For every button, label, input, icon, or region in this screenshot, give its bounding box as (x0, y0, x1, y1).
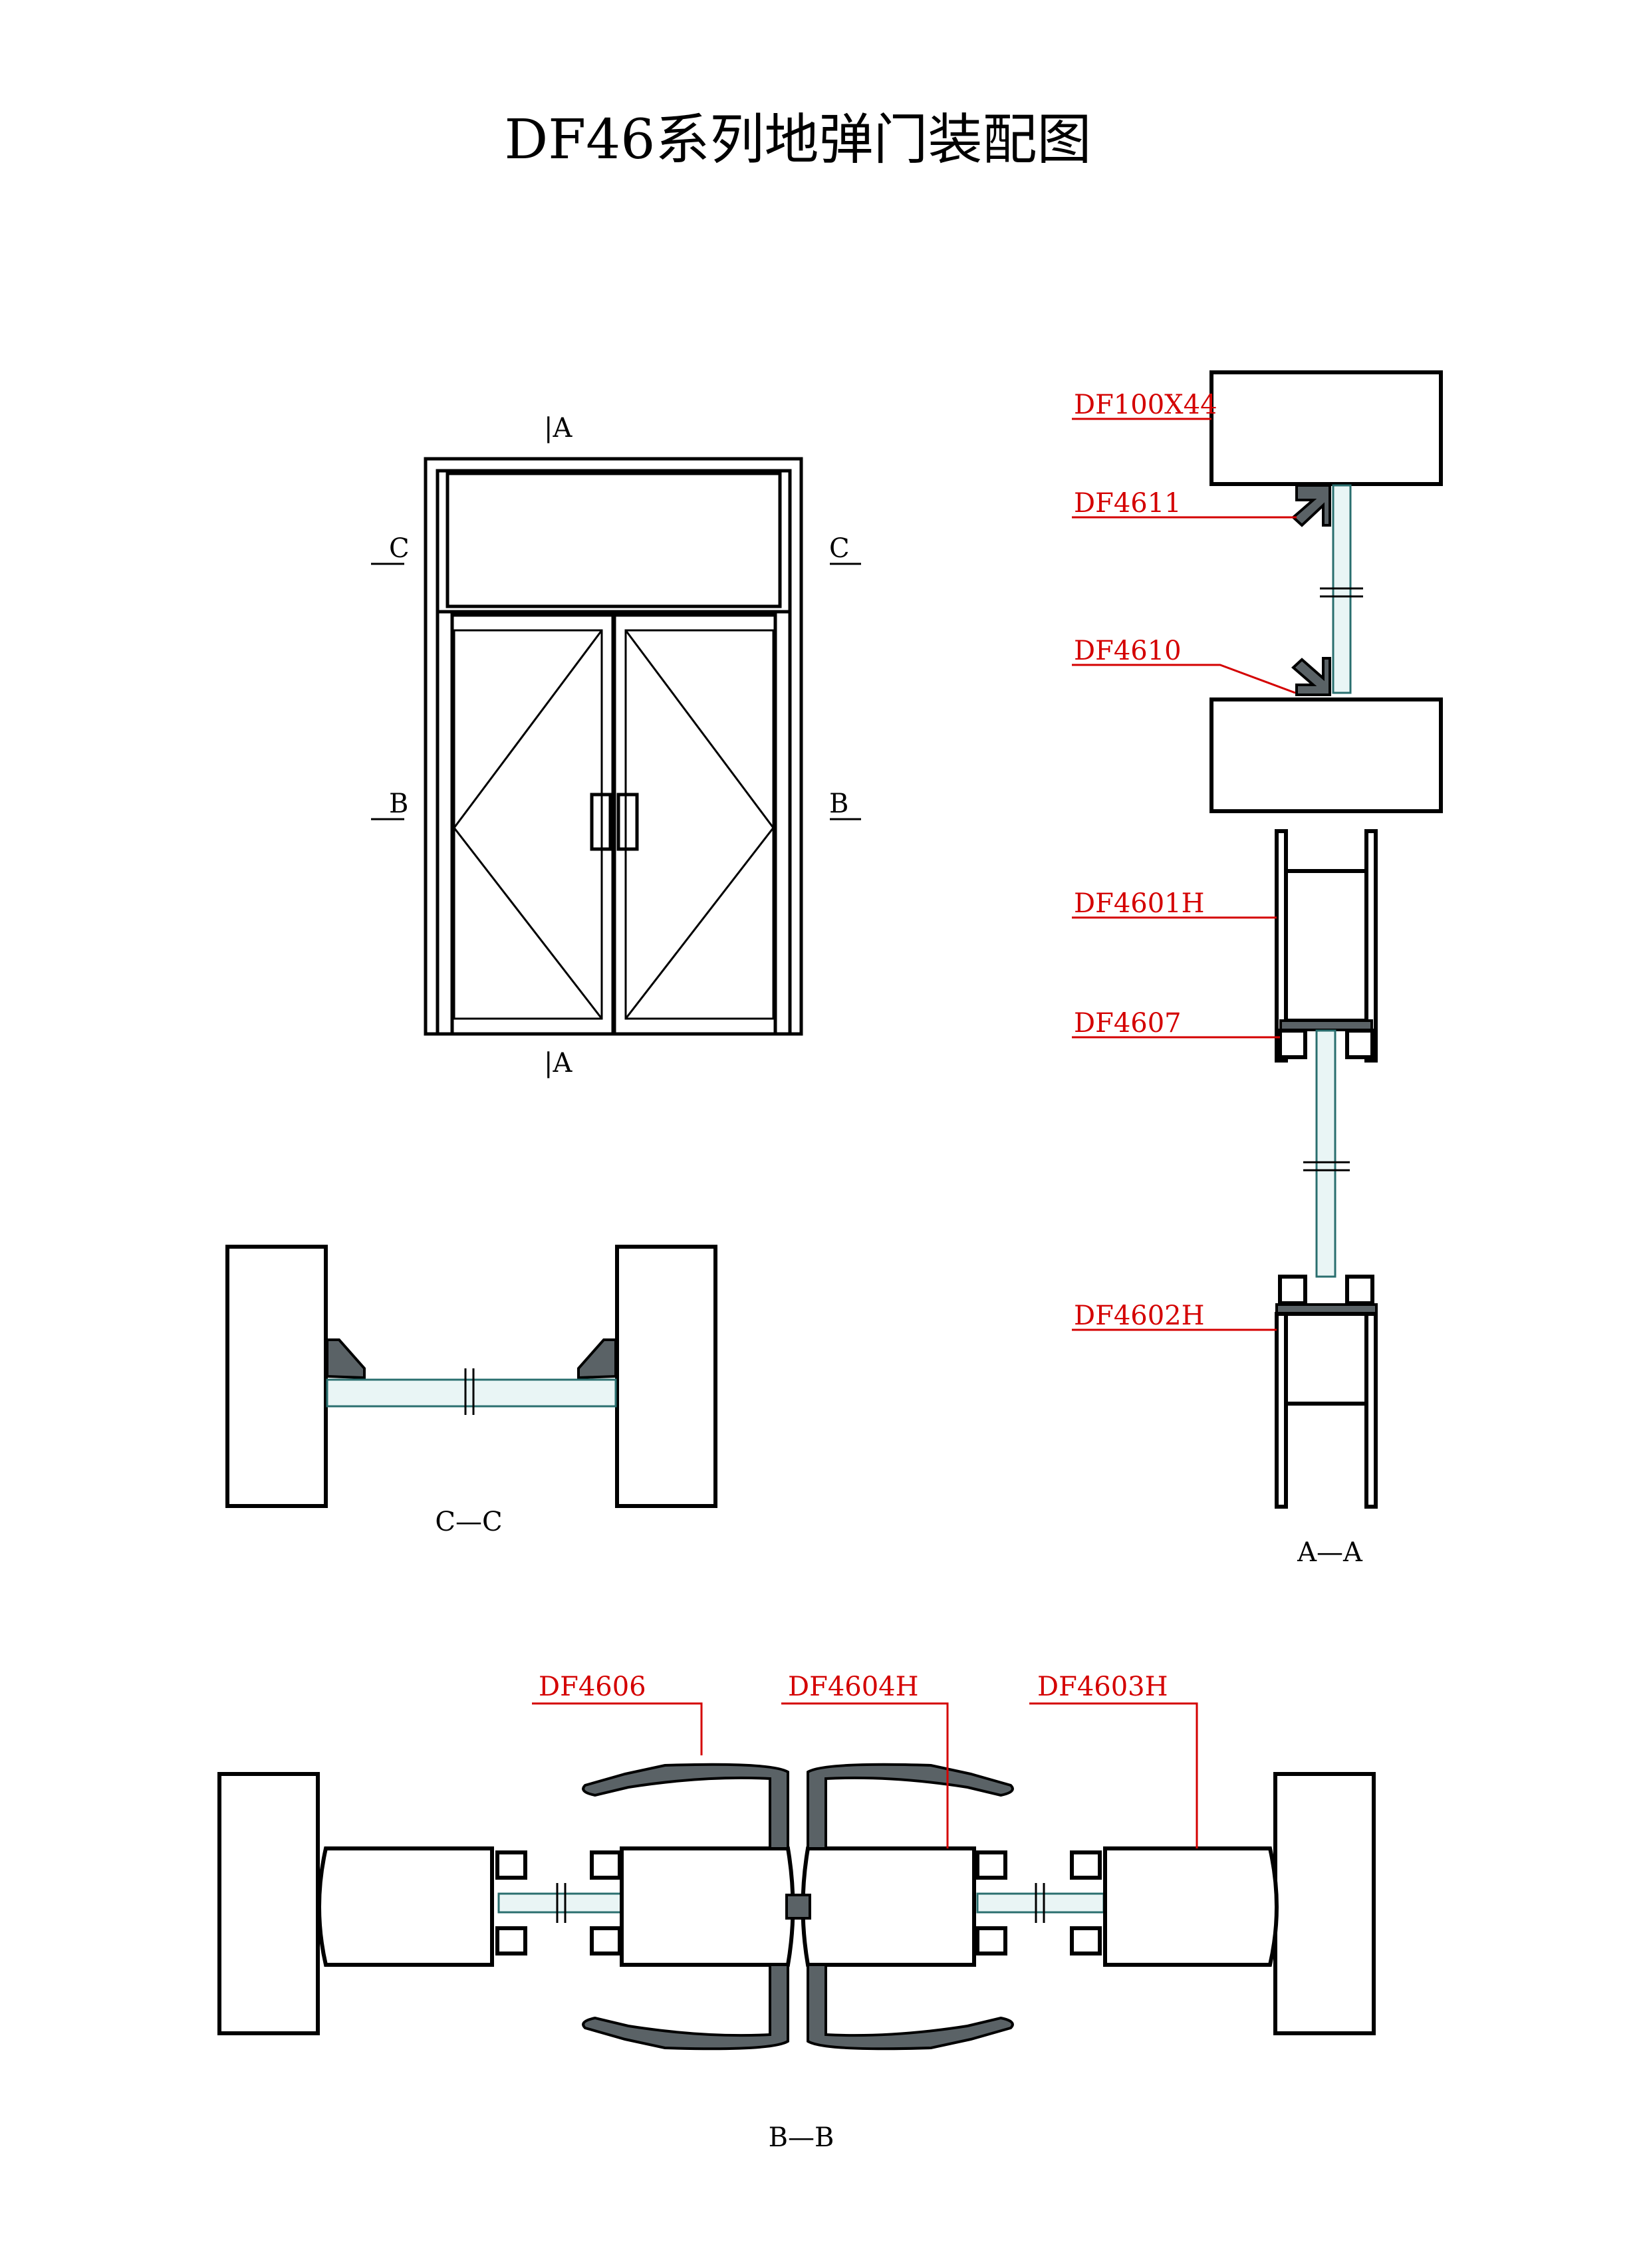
left-leaf-glass (453, 629, 603, 1020)
section-bb-caption: B—B (769, 2122, 834, 2153)
cc-bead-right (577, 1338, 617, 1380)
door-glass-section (1315, 1029, 1336, 1278)
right-swing-line (624, 630, 775, 1019)
bb-wall-block-right (1273, 1772, 1376, 2035)
wall-block-left (225, 1245, 328, 1508)
df4601h-chamber (1284, 869, 1368, 1023)
section-cc-caption: C—C (435, 1507, 502, 1537)
bb-right-meeting-stile (801, 1846, 976, 1967)
left-door-leaf (450, 613, 615, 1036)
section-bb: B—B DF4606 DF4604H DF4603H (217, 1672, 1376, 2153)
wall-block-right (615, 1245, 717, 1508)
df4607-gasket-right (1345, 1029, 1374, 1059)
df4602h-right-wall (1364, 1312, 1378, 1509)
bb-left-meeting-stile (620, 1846, 795, 1967)
transom-bar-block (1209, 697, 1443, 813)
bb-left-glass (497, 1892, 626, 1914)
label-df4604h: DF4604H (788, 1672, 919, 1702)
df4610-bead (1291, 657, 1331, 696)
cc-glass (326, 1378, 617, 1408)
df4611-bead (1291, 484, 1331, 527)
df4606-handle-upper-left (582, 1763, 789, 1850)
section-mark-a-bottom: |A (544, 1048, 572, 1078)
df4602h-gasket-left (1278, 1275, 1307, 1305)
door-elevation: |A |A C C B B (371, 413, 861, 1078)
section-mark-b-right: B (829, 789, 848, 819)
left-handle (590, 793, 612, 851)
label-df4610: DF4610 (1074, 636, 1182, 666)
label-df4601h: DF4601H (1074, 888, 1205, 919)
right-door-leaf (612, 613, 777, 1036)
df4604h-handle-upper-right (807, 1763, 1014, 1850)
transom-frame (436, 469, 792, 614)
section-mark-b-left: B (389, 789, 408, 819)
section-cc: C—C (225, 1245, 717, 1537)
section-mark-a-top: |A (544, 413, 572, 443)
label-df4607: DF4607 (1074, 1008, 1182, 1039)
label-df4611: DF4611 (1074, 488, 1182, 519)
section-aa: A—A DF100X44 DF4611 DF4610 DF4601H DF460… (1072, 370, 1443, 1568)
df4602h-left-wall (1275, 1312, 1288, 1509)
bb-right-glass (976, 1892, 1105, 1914)
bb-right-jamb-stile (1103, 1846, 1279, 1967)
df4604h-handle-lower-right (807, 1963, 1014, 2051)
bb-wall-block-left (217, 1772, 320, 2035)
drawing-title: DF46系列地弹门装配图 (505, 108, 1092, 172)
section-aa-caption: A—A (1297, 1537, 1363, 1568)
transom-glass (445, 471, 782, 608)
df4602h-gasket-right (1345, 1275, 1374, 1305)
df4606-handle-lower-left (582, 1963, 789, 2051)
label-df100x44: DF100X44 (1074, 390, 1217, 420)
wall-block-top (1209, 370, 1443, 486)
right-handle (616, 793, 639, 851)
label-df4606: DF4606 (539, 1672, 646, 1702)
label-df4602h: DF4602H (1074, 1301, 1205, 1331)
label-df4603h: DF4603H (1037, 1672, 1168, 1702)
df4602h-chamber (1284, 1312, 1368, 1406)
df4607-gasket-left (1278, 1029, 1307, 1059)
cc-bead-left (326, 1338, 366, 1380)
section-mark-c-left: C (389, 533, 410, 564)
section-mark-c-right: C (829, 533, 850, 564)
bb-left-jamb-stile (317, 1846, 494, 1967)
right-leaf-glass (624, 629, 775, 1020)
bb-meeting-seal (785, 1894, 811, 1920)
left-swing-line (453, 630, 603, 1019)
